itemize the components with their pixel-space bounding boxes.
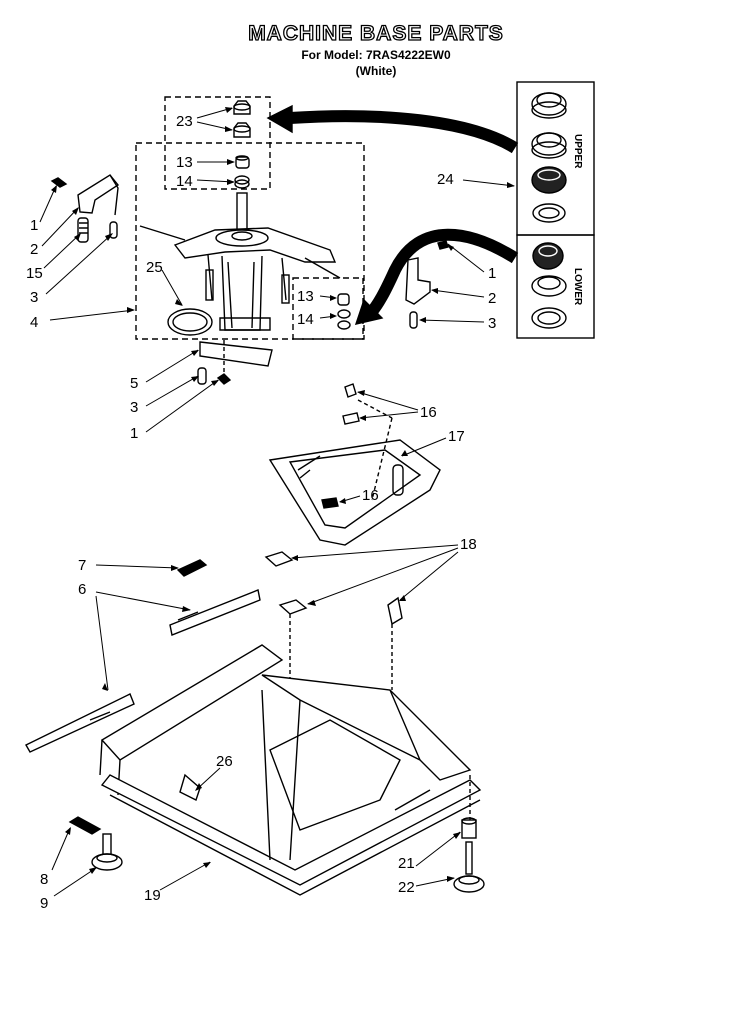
leader-arrowheads <box>51 107 515 882</box>
page-title: MACHINE BASE PARTS <box>248 21 504 45</box>
callout-2-left: 2 <box>30 241 38 258</box>
upper-bushing-2 <box>531 132 567 159</box>
part-18-clips <box>264 551 403 690</box>
upper-ring <box>532 203 566 223</box>
callout-16-upper: 16 <box>420 404 437 421</box>
part-9-leveling-leg <box>91 833 123 871</box>
callout-6: 6 <box>78 581 86 598</box>
spindle-assembly <box>139 192 341 331</box>
callout-4: 4 <box>30 314 38 331</box>
upper-kit-arrow <box>289 110 519 154</box>
part-6-side-brackets <box>25 589 261 753</box>
callout-25: 25 <box>146 259 163 276</box>
callout-3-left: 3 <box>30 289 38 306</box>
callout-24: 24 <box>437 171 454 188</box>
part-17-support-frame <box>268 439 441 546</box>
part-7-clip <box>176 559 208 577</box>
callout-22: 22 <box>398 879 415 896</box>
callout-14: 14 <box>176 173 193 190</box>
callout-16-lower: 16 <box>362 487 379 504</box>
callout-26: 26 <box>216 753 233 770</box>
part-13-lower-bearing <box>337 293 350 306</box>
callout-5: 5 <box>130 375 138 392</box>
machine-base-frame <box>99 644 482 896</box>
callout-numbers: 23 13 14 24 1 2 15 3 4 25 1 2 3 13 14 5 … <box>26 113 496 912</box>
lower-kit-arrow <box>365 228 519 318</box>
callout-3-lower: 3 <box>130 399 138 416</box>
upper-bushing-1 <box>531 92 567 119</box>
callout-14-lower: 14 <box>297 311 314 328</box>
spindle-assembly-box <box>135 142 365 340</box>
callout-17: 17 <box>448 428 465 445</box>
upper-gear <box>531 166 567 194</box>
callout-3-right: 3 <box>488 315 496 332</box>
callout-21: 21 <box>398 855 415 872</box>
bushing-kit-panel: UPPER LOWER <box>516 81 595 339</box>
callout-7: 7 <box>78 557 86 574</box>
lower-label: LOWER <box>572 268 583 306</box>
lower-bracket-parts <box>197 340 273 385</box>
part-13-bearing <box>235 155 250 169</box>
part-21-leg-nut <box>461 817 477 839</box>
part-25-seal-ring <box>167 308 213 336</box>
callout-2-right: 2 <box>488 290 496 307</box>
lower-ring <box>531 307 567 329</box>
callout-19: 19 <box>144 887 161 904</box>
model-subtitle: For Model: 7RAS4222EW0 <box>301 48 451 62</box>
part-22-leveling-leg <box>453 841 485 893</box>
callout-13-lower: 13 <box>297 288 314 305</box>
left-bracket-parts <box>50 174 120 243</box>
lower-bushing <box>531 275 567 297</box>
part-16-clips <box>321 383 393 509</box>
upper-label: UPPER <box>572 134 583 169</box>
callout-18: 18 <box>460 536 477 553</box>
callout-15: 15 <box>26 265 43 282</box>
callout-9: 9 <box>40 895 48 912</box>
callout-1-right: 1 <box>488 265 496 282</box>
callout-8: 8 <box>40 871 48 888</box>
right-bracket-parts <box>405 240 449 329</box>
callout-23: 23 <box>176 113 193 130</box>
color-subtitle: (White) <box>355 64 397 78</box>
lower-gear <box>532 242 564 270</box>
callout-13: 13 <box>176 154 193 171</box>
part-14-washer <box>234 175 250 189</box>
callout-1-left: 1 <box>30 217 38 234</box>
callout-1-lower: 1 <box>130 425 138 442</box>
part-14-lower-washers <box>337 309 351 330</box>
part-8-leg-pad <box>68 816 102 835</box>
part-23-bushings <box>233 100 251 138</box>
